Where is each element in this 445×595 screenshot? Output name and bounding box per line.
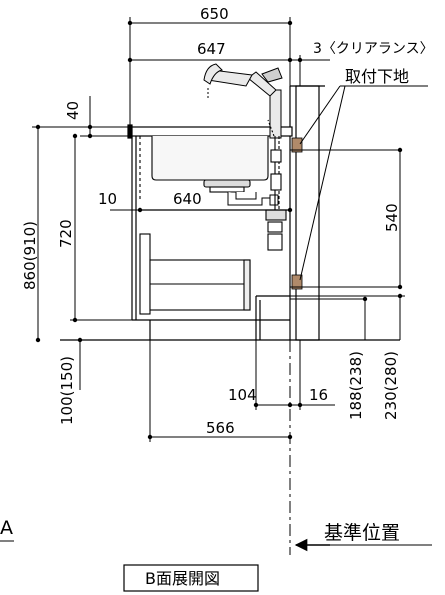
mounting-base-plates	[291, 137, 303, 290]
faucet	[203, 63, 283, 139]
dim-pipe-height-b: 230(280)	[382, 351, 400, 420]
dim-inner-width: 640	[173, 190, 202, 208]
drain-pipe	[227, 192, 279, 206]
dimension-dots	[35, 20, 403, 440]
label-edge-letter: A	[0, 517, 13, 539]
dim-pipe-offset: 104	[228, 386, 257, 404]
dimension-lines	[32, 17, 405, 442]
view-title-box: B面展開図	[123, 564, 259, 592]
dim-gap-left: 10	[98, 190, 117, 208]
leader-lines	[299, 85, 432, 546]
drawer-box	[139, 233, 251, 315]
wall	[289, 85, 325, 341]
dim-overall-width: 650	[200, 5, 229, 23]
view-title: B面展開図	[145, 569, 220, 588]
sink-bowl	[151, 136, 269, 193]
label-mounting-base: 取付下地	[345, 67, 409, 86]
dim-height-total: 860(910)	[21, 221, 39, 290]
label-reference-position: 基準位置	[324, 522, 400, 544]
dim-height-plate: 540	[383, 203, 401, 232]
dim-wall-gap: 16	[309, 386, 328, 404]
dim-clearance: 3〈クリアランス〉	[313, 41, 434, 57]
dim-cabinet-width: 647	[197, 40, 226, 58]
dim-counter-thickness: 40	[64, 101, 82, 120]
dim-pipe-distance: 566	[206, 419, 235, 437]
dim-height-cabinet: 720	[57, 219, 75, 248]
dim-pipe-height-a: 188(238)	[347, 351, 365, 420]
dim-plinth-height: 100(150)	[58, 356, 76, 425]
